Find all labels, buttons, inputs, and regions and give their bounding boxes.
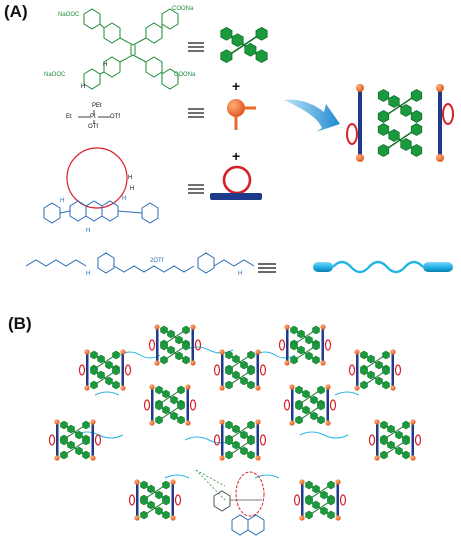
cage-3	[80, 349, 131, 390]
otf-bottom-label: OTf	[88, 124, 98, 130]
plus-sign-1: +	[232, 78, 241, 94]
tpe-cartoon	[221, 27, 267, 62]
cage-4	[215, 349, 266, 390]
cage-12	[295, 479, 346, 520]
tpe-structure	[83, 8, 179, 90]
panel-b-label: (B)	[8, 314, 32, 333]
panel-a-label: (A)	[4, 2, 28, 21]
pt-cartoon	[227, 99, 256, 130]
cage-11	[130, 479, 181, 520]
cage-1	[150, 324, 201, 365]
et3p-label: Et	[66, 114, 72, 120]
coona-label-top: COONa	[172, 6, 194, 12]
cage-7	[285, 384, 336, 425]
cage-5	[350, 349, 401, 390]
metallacage-product	[346, 84, 454, 162]
assembly-arrow	[284, 99, 340, 132]
naooc-label-bottom: NaOOC	[44, 72, 66, 78]
proton-s-label: H	[60, 198, 65, 204]
panel-a	[25, 8, 454, 274]
plus-sign-2: +	[232, 148, 241, 164]
proton-e-label: H	[122, 196, 127, 202]
ammonium-h2-left-label: H	[86, 271, 91, 277]
cage-10	[370, 419, 421, 460]
crown-ether-structure	[43, 147, 159, 224]
ammonium-guest-structure	[25, 252, 255, 274]
proton-x-label: H	[130, 186, 135, 192]
proton-a-label: H	[81, 84, 86, 90]
otf-right-label: OTf	[110, 114, 120, 120]
pt-acceptor-structure	[78, 110, 110, 124]
cage-9	[215, 419, 266, 460]
ammonium-h2-right-label: H	[238, 271, 243, 277]
panel-b-network	[50, 324, 421, 536]
proton-p-label: H	[86, 228, 91, 234]
cage-6	[145, 384, 196, 425]
proton-n-label: H	[128, 175, 133, 181]
coona-label-bottom: COONa	[174, 72, 196, 78]
proton-b-label: H	[103, 62, 108, 68]
guest-cartoon	[313, 260, 453, 274]
host-guest-zoom	[195, 469, 265, 536]
pet3-label: PEt	[92, 103, 102, 109]
crown-cartoon	[210, 165, 262, 200]
cage-8	[50, 419, 101, 460]
cage-2	[280, 324, 331, 365]
counterion-label: 2OTf	[150, 258, 164, 264]
naooc-label-top: NaOOC	[58, 12, 80, 18]
pt-label: Pt	[90, 114, 96, 120]
equals-signs	[188, 42, 276, 273]
